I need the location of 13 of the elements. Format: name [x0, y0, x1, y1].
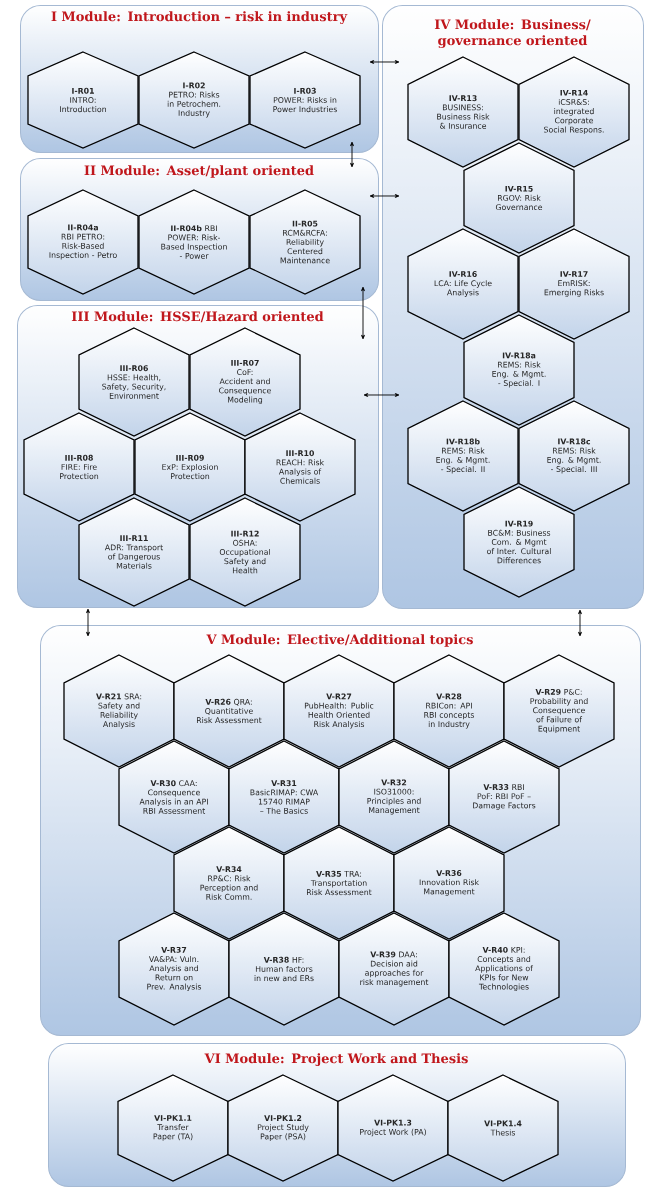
- double-arrow: [363, 393, 400, 397]
- module-title: III Module: HSSE/Hazard oriented: [71, 311, 324, 323]
- double-arrow: [369, 194, 400, 198]
- module-title: I Module: Introduction – risk in industry: [51, 11, 348, 24]
- module-title: IV Module: Business/ governance oriented: [434, 19, 591, 48]
- module-title: II Module: Asset/plant oriented: [84, 165, 314, 178]
- module-title: V Module: Elective/Additional topics: [206, 634, 473, 647]
- double-arrow: [578, 609, 582, 637]
- double-arrow: [350, 141, 354, 168]
- module-title: VI Module: Project Work and Thesis: [204, 1053, 468, 1066]
- double-arrow: [369, 60, 400, 64]
- double-arrow: [86, 608, 90, 637]
- double-arrow: [361, 286, 365, 340]
